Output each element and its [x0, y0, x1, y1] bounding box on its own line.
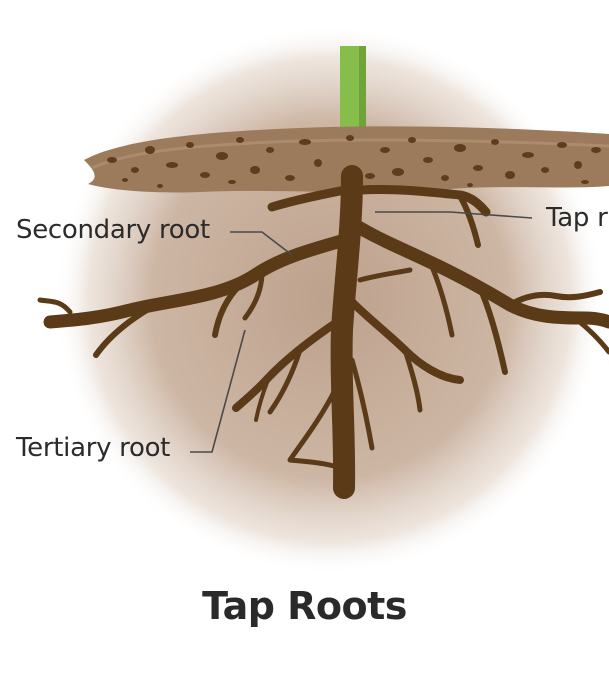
- secondary-root-left: [43, 233, 352, 329]
- secondary-root-label: Secondary root: [16, 215, 210, 245]
- tertiary-root-label: Tertiary root: [16, 433, 171, 463]
- tap-root-label: Tap r: [546, 203, 608, 233]
- root-system: [37, 165, 609, 499]
- soil-layer: [84, 126, 609, 193]
- leader-tap: [375, 211, 533, 219]
- secondary-root-right: [348, 218, 609, 329]
- leader-lines: [190, 211, 533, 453]
- leader-secondary: [230, 231, 293, 256]
- tertiary-root-left: [232, 316, 344, 412]
- leader-tertiary: [190, 329, 246, 453]
- diagram-title: Tap Roots: [202, 584, 407, 628]
